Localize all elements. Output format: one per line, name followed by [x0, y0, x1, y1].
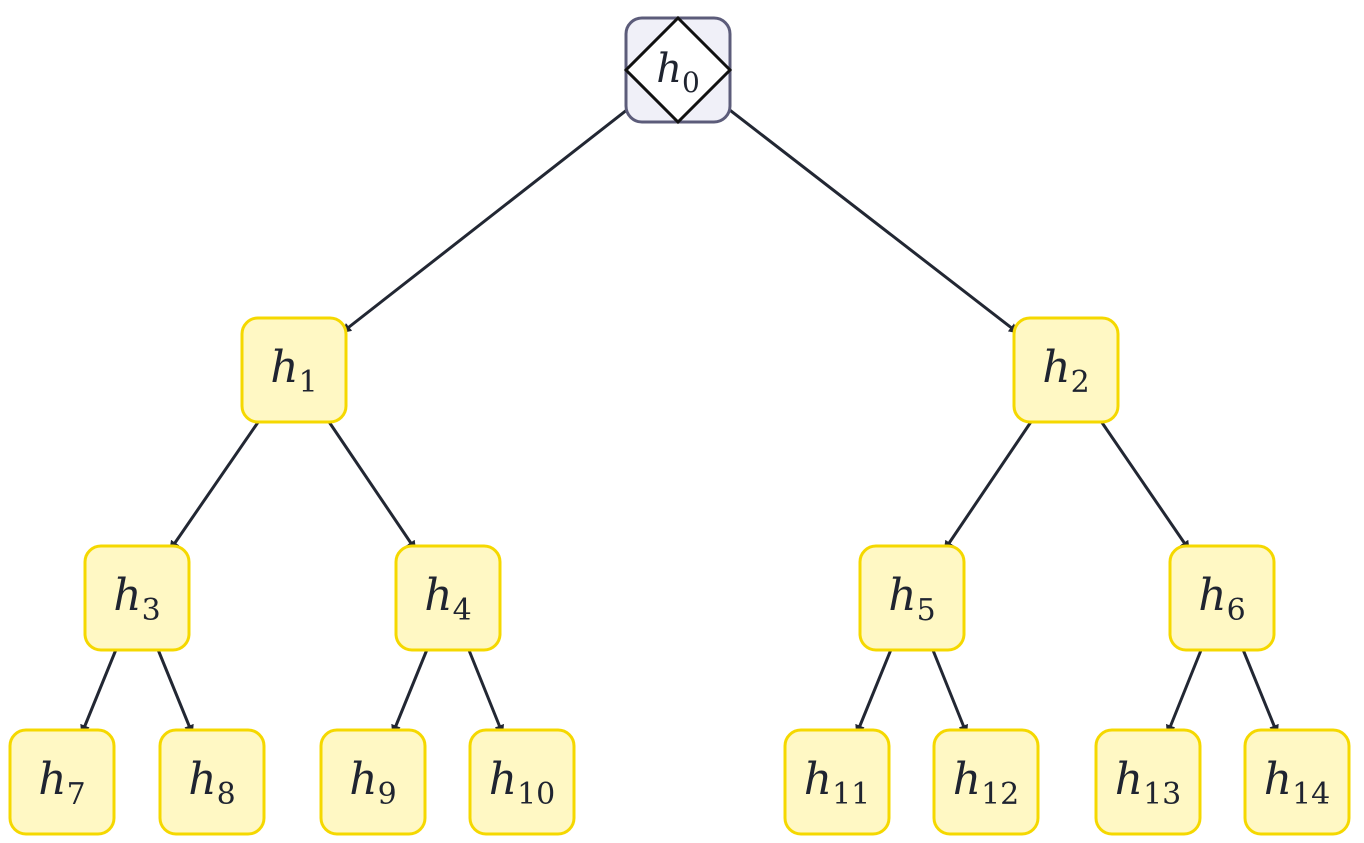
- node-box: [83, 544, 191, 652]
- node-label-subscript: 14: [1292, 777, 1330, 812]
- edge-h1-to-h4: [323, 415, 417, 551]
- node-label-h7: h7: [38, 754, 85, 812]
- node-label-subscript: 13: [1143, 777, 1181, 812]
- node-box: [1168, 544, 1276, 652]
- node-h14: h14: [1243, 728, 1351, 836]
- node-h12: h12: [932, 728, 1040, 836]
- node-label-h0: h0: [656, 46, 700, 99]
- node-box: [394, 544, 502, 652]
- node-label-base: h: [888, 570, 916, 621]
- node-label-base: h: [349, 754, 377, 805]
- node-h0: h0: [623, 15, 733, 125]
- node-label-base: h: [270, 342, 298, 393]
- node-h1: h1: [240, 316, 348, 424]
- node-label-subscript: 0: [682, 66, 700, 99]
- node-box: [468, 728, 576, 836]
- node-label-subscript: 12: [981, 777, 1019, 812]
- node-label-base: h: [1042, 342, 1070, 393]
- node-label-h9: h9: [349, 754, 396, 812]
- node-h3: h3: [83, 544, 191, 652]
- edge-h5-to-h12: [929, 643, 969, 735]
- node-box: [319, 728, 427, 836]
- node-label-h1: h1: [270, 342, 317, 400]
- node-h2: h2: [1012, 316, 1120, 424]
- node-label-base: h: [113, 570, 141, 621]
- node-h11: h11: [783, 728, 891, 836]
- edge-h6-to-h13: [1165, 643, 1205, 735]
- node-label-base: h: [1115, 754, 1143, 805]
- node-label-base: h: [1264, 754, 1292, 805]
- node-label-h14: h14: [1264, 754, 1331, 812]
- node-h9: h9: [319, 728, 427, 836]
- node-label-h11: h11: [804, 754, 871, 812]
- node-label-h12: h12: [953, 754, 1020, 812]
- node-box: [158, 728, 266, 836]
- node-label-subscript: 6: [1227, 593, 1246, 628]
- edge-h3-to-h7: [80, 643, 120, 735]
- node-label-base: h: [804, 754, 832, 805]
- node-label-h13: h13: [1115, 754, 1182, 812]
- node-label-subscript: 4: [453, 593, 472, 628]
- node-label-base: h: [1198, 570, 1226, 621]
- diamond-icon: [623, 15, 733, 125]
- node-label-base: h: [188, 754, 216, 805]
- node-label-subscript: 10: [517, 777, 555, 812]
- node-label-subscript: 8: [217, 777, 236, 812]
- edge-h2-to-h6: [1096, 415, 1191, 551]
- node-box: [1094, 728, 1202, 836]
- edges-layer: [80, 104, 1279, 735]
- node-label-subscript: 2: [1071, 365, 1090, 400]
- node-label-subscript: 3: [142, 593, 161, 628]
- node-h5: h5: [858, 544, 966, 652]
- node-h10: h10: [468, 728, 576, 836]
- node-label-subscript: 5: [917, 593, 936, 628]
- node-label-h4: h4: [424, 570, 471, 628]
- node-label-h3: h3: [113, 570, 160, 628]
- node-box: [783, 728, 891, 836]
- node-h6: h6: [1168, 544, 1276, 652]
- node-label-base: h: [424, 570, 452, 621]
- edge-h3-to-h8: [154, 643, 194, 735]
- node-box: [932, 728, 1040, 836]
- node-label-base: h: [656, 46, 682, 92]
- edge-h0-to-h2: [723, 104, 1019, 335]
- edge-h1-to-h3: [168, 415, 264, 551]
- node-h4: h4: [394, 544, 502, 652]
- node-box: [1243, 728, 1351, 836]
- node-label-h2: h2: [1042, 342, 1089, 400]
- edge-h0-to-h1: [341, 104, 633, 334]
- node-label-subscript: 1: [299, 365, 318, 400]
- node-box: [858, 544, 966, 652]
- edge-h4-to-h10: [465, 643, 505, 735]
- node-h7: h7: [8, 728, 116, 836]
- node-label-base: h: [953, 754, 981, 805]
- node-label-h5: h5: [888, 570, 935, 628]
- node-box: [8, 728, 116, 836]
- node-label-h6: h6: [1198, 570, 1245, 628]
- node-label-base: h: [489, 754, 517, 805]
- edge-h2-to-h5: [943, 415, 1037, 551]
- node-box: [240, 316, 348, 424]
- node-label-h8: h8: [188, 754, 235, 812]
- edge-h5-to-h11: [855, 643, 895, 735]
- node-label-subscript: 7: [67, 777, 86, 812]
- node-label-subscript: 9: [378, 777, 397, 812]
- node-box: [1012, 316, 1120, 424]
- node-label-subscript: 11: [832, 777, 870, 812]
- node-h13: h13: [1094, 728, 1202, 836]
- node-label-base: h: [38, 754, 66, 805]
- node-label-h10: h10: [489, 754, 556, 812]
- edge-h4-to-h9: [391, 643, 431, 735]
- edge-h6-to-h14: [1239, 643, 1279, 735]
- node-h8: h8: [158, 728, 266, 836]
